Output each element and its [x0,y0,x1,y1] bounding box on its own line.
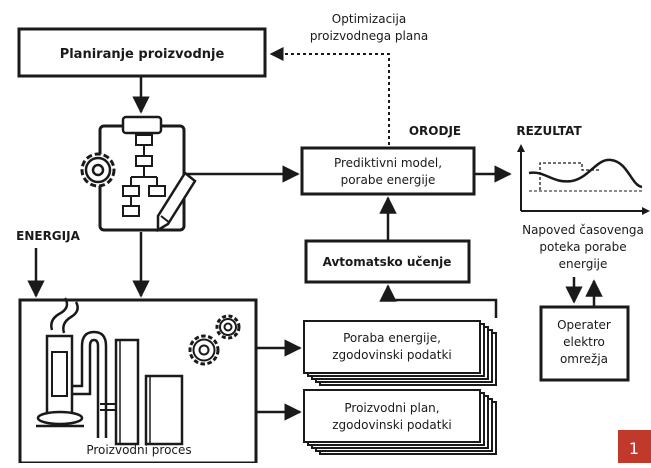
svg-text:poteka porabe: poteka porabe [539,240,626,254]
svg-text:Napoved časovenga: Napoved časovenga [522,223,644,237]
plan-data-stack: Proizvodni plan, zgodovinski podatki [303,389,497,455]
svg-text:Optimizacija: Optimizacija [332,12,406,26]
optimization-label: Optimizacija proizvodnega plana [310,12,428,43]
pencil-icon [156,171,197,233]
svg-text:energije: energije [559,257,608,271]
gears-icon [188,314,241,366]
svg-text:Proizvodni plan,: Proizvodni plan, [344,401,439,415]
svg-text:Prediktivni model,: Prediktivni model, [334,156,442,170]
line-chart-icon [517,144,650,215]
svg-text:Avtomatsko učenje: Avtomatsko učenje [323,255,452,269]
svg-text:zgodovinski podatki: zgodovinski podatki [332,418,452,432]
gear-icon [80,152,116,188]
svg-text:porabe energije: porabe energije [341,173,436,187]
svg-text:proizvodnega plana: proizvodnega plana [310,29,428,43]
figure-number-badge: 1 [618,430,651,463]
planning-label: Planiranje proizvodnje [60,47,225,62]
svg-text:Operater: Operater [557,318,611,332]
machine-learning-box: Avtomatsko učenje [304,239,471,284]
process-label: Proizvodni proces [86,443,191,457]
clipboard-flowchart-icon [98,115,186,232]
svg-text:Poraba energije,: Poraba energije, [343,331,441,345]
svg-text:omrežja: omrežja [560,352,608,366]
result-label: REZULTAT [516,124,582,138]
factory-icon [36,297,184,446]
tools-label: ORODJE [409,124,461,138]
svg-text:elektro: elektro [563,335,605,349]
optimization-arrow [269,47,390,151]
consumption-data-stack: Poraba energije, zgodovinski podatki [303,320,497,386]
planning-box: Planiranje proizvodnje [17,27,267,78]
data-to-ml-arrow [379,284,498,318]
energy-label: ENERGIJA [16,229,80,243]
predictive-model-box: Prediktivni model, porabe energije [300,146,476,196]
forecast-label: Napoved časovenga poteka porabe energije [522,223,644,271]
figure-number: 1 [629,439,639,458]
operator-box: Operater elektro omrežja [539,305,630,382]
svg-text:zgodovinski podatki: zgodovinski podatki [332,348,452,362]
